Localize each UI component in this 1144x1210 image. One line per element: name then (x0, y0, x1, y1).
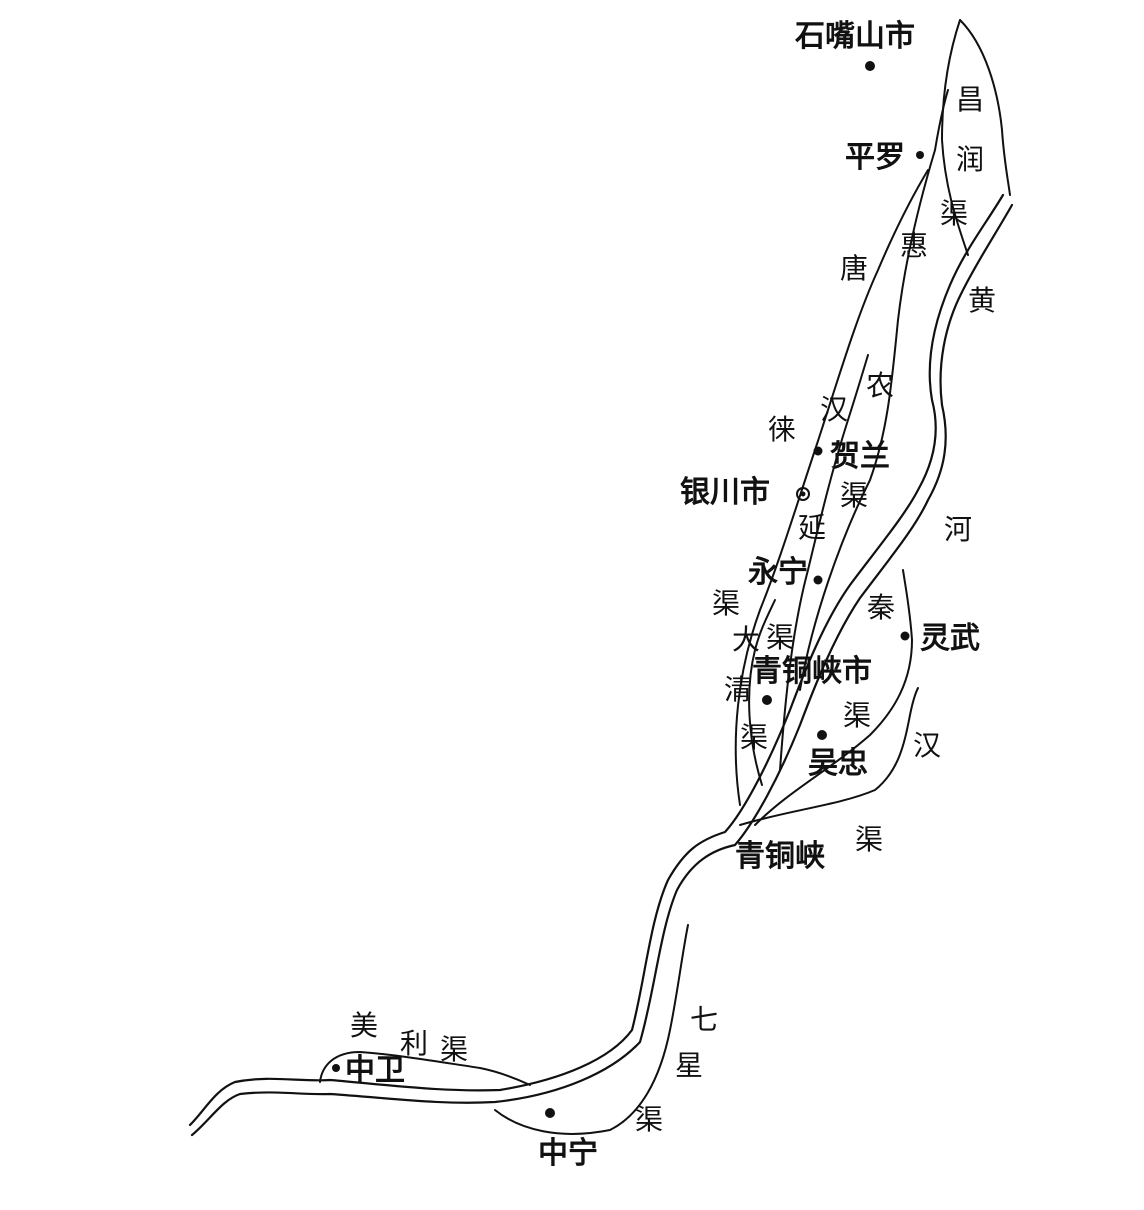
city-dot-qingtongxia-city (762, 695, 772, 705)
canal-label-qin-1: 秦 (867, 591, 896, 624)
city-label-shizuishan: 石嘴山市 (795, 19, 915, 54)
canal-label-qixing-2: 星 (675, 1049, 704, 1082)
han-canal (739, 687, 919, 826)
canal-label-han-2: 渠 (855, 823, 884, 856)
city-dot-wuzhong (817, 730, 827, 740)
canal-label-qixing-1: 七 (690, 1003, 719, 1036)
meili-canal (319, 1051, 531, 1086)
canal-label-daqing-3: 渠 (740, 721, 769, 754)
city-label-qingtongxia: 青铜峡 (735, 839, 825, 874)
canal-label-huinong-1: 惠 (900, 229, 929, 262)
changrun-canal (941, 19, 969, 256)
city-dot-helan (813, 446, 823, 456)
canal-label-hanyan-2: 延 (798, 511, 827, 544)
canal-label-meili-3: 渠 (440, 1033, 469, 1066)
city-dot-lingwu (900, 631, 910, 641)
yellow-river-bank-north (188, 193, 1005, 1127)
canal-label-tanglai-2: 徕 (768, 413, 797, 446)
huinong-canal (799, 89, 949, 691)
canal-label-tanglai-1: 唐 (840, 252, 869, 285)
tanglai-canal (734, 169, 929, 806)
canal-label-changrun-3: 渠 (940, 197, 969, 230)
canal-label-hanyan-3: 渠 (766, 621, 795, 654)
city-label-pingluo: 平罗 (845, 140, 905, 175)
city-label-zhongwei: 中卫 (345, 1053, 405, 1088)
canal-label-huinong-2: 农 (866, 369, 895, 402)
river-label-huang: 黄 (968, 284, 997, 317)
changrun-canal-east (959, 19, 1011, 196)
river-label-he: 河 (944, 513, 973, 546)
canal-label-qin-2: 渠 (843, 699, 872, 732)
city-dot-zhongwei (332, 1064, 340, 1072)
canal-label-huinong-3: 渠 (840, 479, 869, 512)
city-label-helan: 贺兰 (830, 439, 890, 474)
city-label-yinchuan: 银川市 (680, 475, 770, 510)
hanyan-canal (779, 354, 869, 771)
city-dot-yinchuan-center (800, 491, 806, 497)
city-dot-yinchuan (796, 487, 810, 501)
qixing-canal (494, 924, 689, 1135)
city-label-yongning: 永宁 (748, 555, 808, 590)
canal-label-daqing-1: 大 (732, 623, 761, 656)
canal-label-meili-2: 利 (400, 1027, 429, 1060)
city-label-zhongning: 中宁 (538, 1136, 598, 1171)
city-label-qingtongxia-city: 青铜峡市 (752, 654, 872, 689)
canal-label-han-1: 汉 (913, 729, 942, 762)
city-dot-shizuishan (865, 61, 875, 71)
canal-label-daqing-2: 清 (724, 673, 753, 706)
city-label-wuzhong: 吴忠 (808, 746, 868, 781)
canal-label-changrun-2: 润 (956, 143, 985, 176)
city-dot-yongning (813, 575, 823, 585)
canal-label-qixing-3: 渠 (635, 1103, 664, 1136)
canal-label-changrun-1: 昌 (956, 83, 985, 116)
yellow-river-bank-south (190, 203, 1014, 1137)
daqing-canal (748, 599, 776, 786)
city-dot-zhongning (545, 1108, 555, 1118)
city-label-lingwu: 灵武 (920, 621, 980, 656)
city-dot-pingluo (916, 151, 924, 159)
canal-label-hanyan-1: 汉 (820, 393, 849, 426)
canal-label-tanglai-3: 渠 (712, 587, 741, 620)
qin-canal (754, 569, 913, 826)
canal-label-meili-1: 美 (350, 1009, 379, 1042)
